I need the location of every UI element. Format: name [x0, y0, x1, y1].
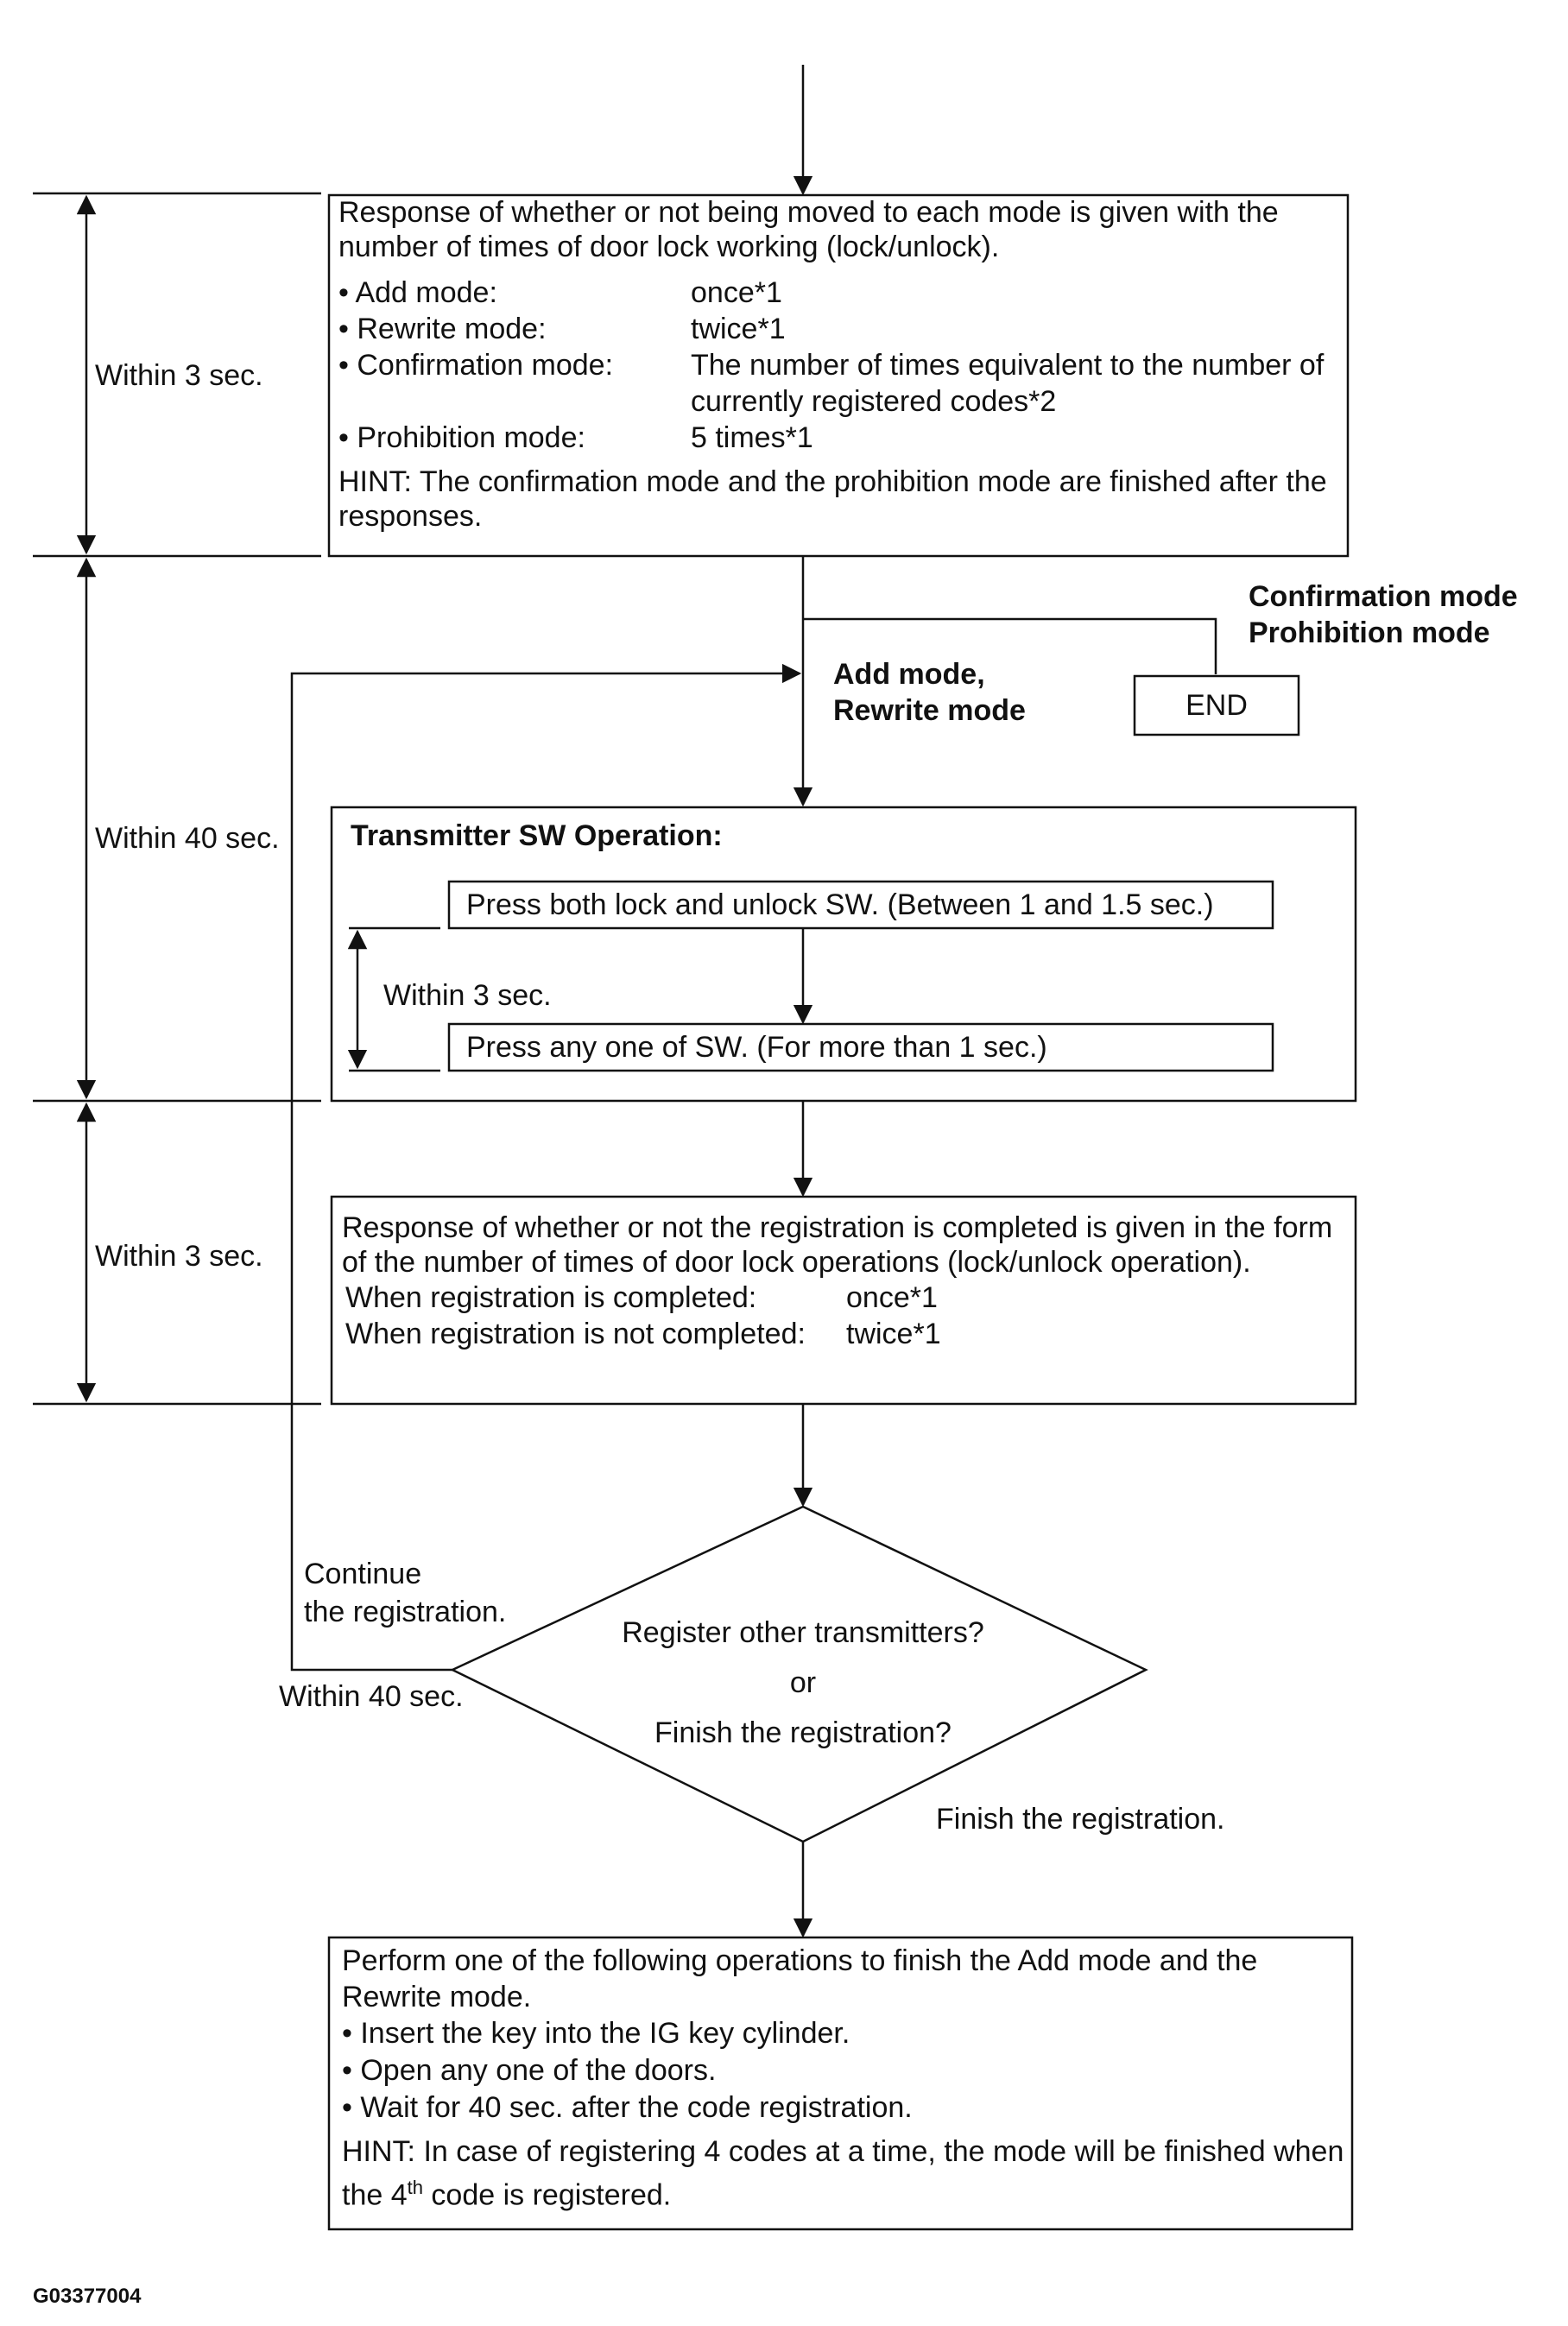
end-frame	[1133, 674, 1300, 736]
branch-end-label-2: Prohibition mode	[1249, 616, 1490, 649]
mode-response-box: Response of whether or not being moved t…	[338, 195, 1344, 534]
registration-response-intro: Response of whether or not the registrat…	[342, 1211, 1333, 1279]
timeline-label-2: Within 40 sec.	[95, 820, 280, 856]
registration-response-box: Response of whether or not the registrat…	[342, 1210, 1345, 1352]
mode-value: The number of times equivalent to the nu…	[691, 349, 1325, 418]
box4-frame	[327, 1936, 1354, 2231]
registration-not-completed-row: When registration is not completed: twic…	[345, 1316, 1345, 1352]
decision-line-1: Register other transmitters?	[622, 1616, 984, 1649]
mode-value: 5 times*1	[691, 421, 813, 454]
mode-label: • Prohibition mode:	[338, 421, 585, 454]
completed-label: When registration is completed:	[345, 1281, 757, 1314]
hint-superscript: th	[407, 2177, 423, 2198]
mode-label: • Add mode:	[338, 276, 497, 309]
decision-line-3: Finish the registration?	[654, 1716, 952, 1749]
mode-value: twice*1	[691, 313, 786, 345]
continue-label-1: Continue	[304, 1558, 422, 1590]
box3-frame	[330, 1195, 1357, 1406]
finish-operations-box: Perform one of the following operations …	[342, 1943, 1345, 2213]
box1-frame	[327, 193, 1350, 558]
continue-time-label: Within 40 sec.	[279, 1680, 464, 1713]
mode-response-hint: HINT: The confirmation mode and the proh…	[338, 465, 1327, 533]
step1-text: Press both lock and unlock SW. (Between …	[466, 888, 1214, 921]
hint-text-after: code is registered.	[422, 2178, 672, 2212]
mode-label: • Rewrite mode:	[338, 313, 547, 345]
mode-item-add: • Add mode: once*1	[338, 275, 1344, 311]
mode-item-rewrite: • Rewrite mode: twice*1	[338, 311, 1344, 347]
finish-operation-item: • Wait for 40 sec. after the code regist…	[342, 2091, 913, 2124]
step-time-label: Within 3 sec.	[383, 979, 552, 1012]
branch-add-label-2: Rewrite mode	[833, 694, 1026, 727]
step1-frame	[447, 880, 1274, 930]
transmitter-title: Transmitter SW Operation:	[351, 819, 723, 852]
hint-text-before: HINT: In case of registering 4 codes at …	[342, 2135, 1344, 2212]
mode-value: once*1	[691, 276, 782, 309]
end-terminal: END	[1185, 689, 1248, 722]
not-completed-label: When registration is not completed:	[345, 1318, 806, 1350]
timeline-label-1: Within 3 sec.	[95, 359, 263, 392]
continue-label-2: the registration.	[304, 1596, 507, 1628]
mode-item-prohibition: • Prohibition mode: 5 times*1	[338, 420, 1344, 456]
finish-label: Finish the registration.	[936, 1803, 1225, 1836]
finish-operation-item: • Open any one of the doors.	[342, 2054, 717, 2087]
mode-response-intro: Response of whether or not being moved t…	[338, 196, 1279, 263]
completed-value: once*1	[846, 1281, 938, 1314]
branch-end-label-1: Confirmation mode	[1249, 580, 1518, 613]
figure-code: G03377004	[33, 2285, 142, 2308]
finish-operation-item: • Insert the key into the IG key cylinde…	[342, 2017, 850, 2050]
finish-operations-hint: HINT: In case of registering 4 codes at …	[342, 2133, 1345, 2213]
mode-label: • Confirmation mode:	[338, 349, 614, 382]
mode-item-confirmation: • Confirmation mode: The number of times…	[338, 347, 1344, 420]
not-completed-value: twice*1	[846, 1318, 941, 1350]
box2-frame	[330, 806, 1357, 1103]
finish-operations-intro: Perform one of the following operations …	[342, 1944, 1258, 2013]
step2-frame	[447, 1022, 1274, 1072]
decision-line-2: or	[789, 1666, 817, 1699]
step2-text: Press any one of SW. (For more than 1 se…	[466, 1031, 1047, 1064]
timeline-label-3: Within 3 sec.	[95, 1240, 263, 1273]
branch-add-label-1: Add mode,	[833, 658, 985, 691]
registration-completed-row: When registration is completed: once*1	[345, 1280, 1345, 1316]
